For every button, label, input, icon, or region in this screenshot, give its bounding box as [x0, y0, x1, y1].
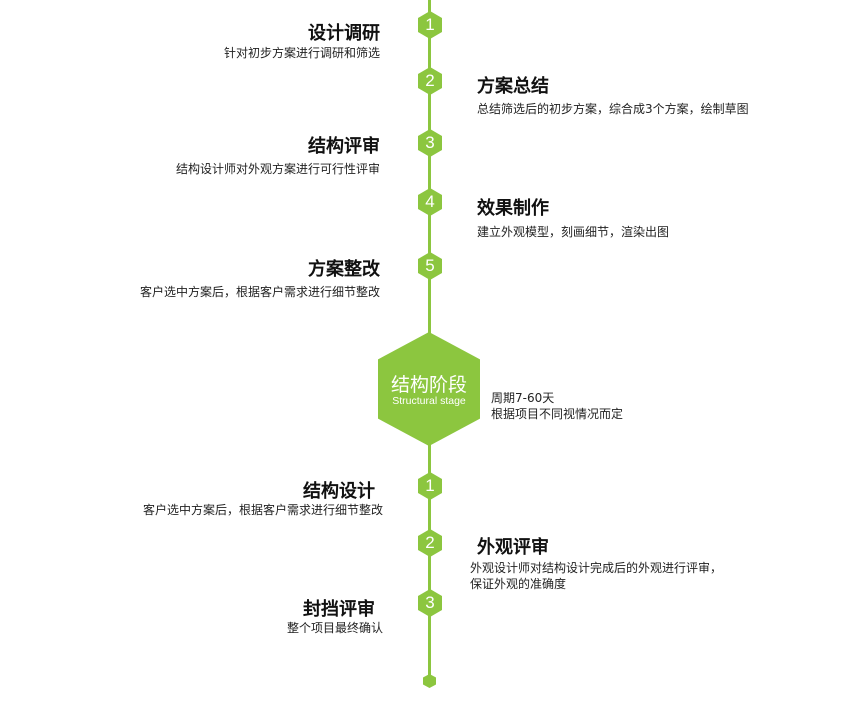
step-marker-1: 1: [418, 11, 442, 39]
step-title: 结构评审: [308, 136, 380, 157]
step-desc: 客户选中方案后，根据客户需求进行细节整改: [142, 503, 383, 517]
step-title: 设计调研: [308, 23, 380, 44]
step-marker-3: 3: [418, 589, 442, 617]
step-marker-4: 4: [418, 188, 442, 216]
step-title: 结构设计: [303, 481, 375, 502]
stage-hexagon: 结构阶段 Structural stage: [378, 332, 480, 446]
step-desc: 保证外观的准确度: [470, 577, 567, 591]
stage-title-cn: 结构阶段: [390, 374, 467, 396]
step-marker-1: 1: [418, 472, 442, 500]
timeline-line-bottom: [428, 440, 431, 680]
step-title: 效果制作: [477, 198, 549, 219]
step-marker-2: 2: [418, 67, 442, 95]
step-desc: 外观设计师对结构设计完成后的外观进行评审，: [470, 561, 723, 575]
step-desc: 建立外观模型，刻画细节，渲染出图: [477, 225, 670, 239]
step-desc: 总结筛选后的初步方案，综合成3个方案，绘制草图: [477, 102, 749, 116]
step-desc: 客户选中方案后，根据客户需求进行细节整改: [139, 285, 380, 299]
step-marker-3: 3: [418, 129, 442, 157]
step-title: 方案整改: [308, 259, 380, 280]
step-title: 方案总结: [477, 76, 549, 97]
step-desc: 针对初步方案进行调研和筛选: [223, 46, 380, 60]
timeline-end-marker: [423, 674, 436, 688]
timeline-line-top: [428, 0, 431, 340]
step-desc: 结构设计师对外观方案进行可行性评审: [175, 162, 380, 176]
step-marker-2: 2: [418, 529, 442, 557]
step-marker-5: 5: [418, 252, 442, 280]
step-title: 外观评审: [477, 537, 549, 558]
stage-note: 根据项目不同视情况而定: [491, 407, 624, 421]
stage-period: 周期7-60天: [491, 391, 555, 405]
step-title: 封挡评审: [303, 599, 375, 620]
stage-title-en: Structural stage: [392, 395, 466, 407]
step-desc: 整个项目最终确认: [286, 621, 383, 635]
